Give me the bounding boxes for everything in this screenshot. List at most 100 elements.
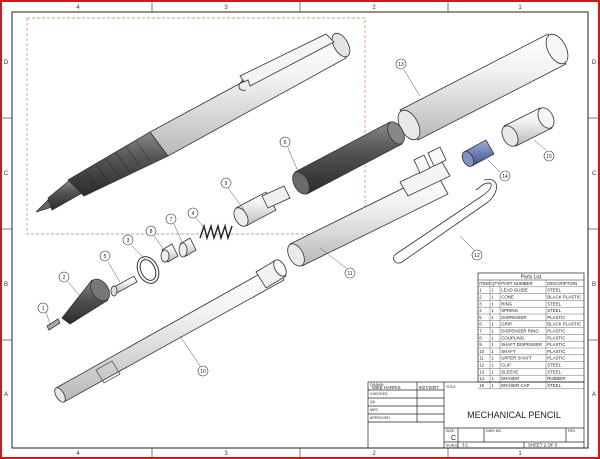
dwg-no-label: DWG NO <box>486 429 501 433</box>
parts-list-cell: 14 <box>479 376 484 381</box>
parts-list-cell: 1 <box>491 342 494 347</box>
parts-list-cell: 1 <box>491 369 494 374</box>
parts-list-cell: PLASTIC <box>547 315 565 320</box>
zone-right-a: A <box>592 392 596 398</box>
balloon-2: 2 <box>58 271 70 283</box>
drawing-title: MECHANICAL PENCIL <box>467 410 561 420</box>
parts-list-cell: 6 <box>479 322 482 327</box>
parts-list-cell: PLASTIC <box>547 356 565 361</box>
parts-list-cell: 11 <box>479 356 484 361</box>
checked-label: CHECKED <box>370 392 388 396</box>
parts-list-cell: 4 <box>479 308 482 313</box>
zone-bottom-4: 4 <box>76 451 80 457</box>
parts-list-cell: DISPENSER RING <box>501 329 539 334</box>
balloon-10: 10 <box>197 365 209 377</box>
part-coupling <box>160 243 179 263</box>
parts-list-cell: LEAD GUIDE <box>501 288 528 293</box>
balloon-15: 15 <box>543 150 555 162</box>
balloon-1: 1 <box>37 302 49 314</box>
parts-list-cell: STEEL <box>547 363 561 368</box>
parts-list-cell: 1 <box>491 315 494 320</box>
svg-text:13: 13 <box>398 62 404 68</box>
size-label: SIZE <box>446 429 455 433</box>
grip-grooves <box>85 140 151 190</box>
parts-list-cell: COUPLING <box>501 335 525 340</box>
parts-list-cell: PLASTIC <box>547 342 565 347</box>
balloon-8: 8 <box>145 225 157 237</box>
drawn-date: 9/27/2007 <box>419 385 439 390</box>
part-eraser-cap <box>501 107 555 147</box>
assembled-view-boundary <box>26 17 366 235</box>
scale-value: 3:1 <box>462 443 469 448</box>
approved-label: APPROVED <box>370 416 390 420</box>
zone-left-b: B <box>4 282 8 288</box>
parts-list-cell: 9 <box>479 342 482 347</box>
balloon-9: 9 <box>220 177 232 189</box>
svg-text:11: 11 <box>347 271 352 277</box>
parts-list-cell: 1 <box>491 349 494 354</box>
assembled-barrel <box>149 35 347 157</box>
balloon-4: 4 <box>187 207 199 219</box>
parts-list-cell: PLASTIC <box>547 335 565 340</box>
balloon-5: 5 <box>99 250 111 262</box>
parts-list-cell: RUBBER <box>547 376 565 381</box>
parts-list-cell: 1 <box>491 308 494 313</box>
assembled-cap <box>331 32 351 58</box>
part-shaft-dispenser <box>233 185 291 227</box>
part-dispenser <box>110 275 138 297</box>
svg-text:1: 1 <box>42 306 45 312</box>
parts-list-cell: DISPENSER <box>501 315 526 320</box>
parts-list-cell: STEEL <box>547 369 561 374</box>
parts-list-cell: 1 <box>491 288 494 293</box>
balloon-14: 14 <box>499 170 511 182</box>
balloon-11: 11 <box>344 267 356 279</box>
parts-list-cell: STEEL <box>547 301 561 306</box>
parts-list-cell: STEEL <box>547 383 561 388</box>
parts-list-cell: BLACK PLASTIC <box>547 322 581 327</box>
parts-list-cell: 2 <box>479 295 482 300</box>
assembled-grip <box>67 131 169 197</box>
parts-list-cell: 1 <box>491 356 494 361</box>
balloon-6: 6 <box>279 136 291 148</box>
assembled-pencil <box>35 32 351 213</box>
parts-list-header: PART NUMBER <box>501 281 532 286</box>
svg-text:7: 7 <box>170 217 173 223</box>
part-eraser <box>461 139 495 167</box>
drawn-label: DRAWN <box>370 383 384 387</box>
leader-lines <box>45 69 547 367</box>
zone-right-c: C <box>592 171 597 177</box>
assembled-clip <box>239 33 335 87</box>
parts-list-cell: 1 <box>491 322 494 327</box>
parts-list-cell: 1 <box>491 383 494 388</box>
size-value: C <box>451 435 456 442</box>
svg-text:8: 8 <box>150 229 153 235</box>
parts-list-title: Parts List <box>521 275 542 281</box>
zone-labels: 4 3 2 1 4 3 2 1 D C B A D C B A <box>4 5 597 457</box>
zone-top-3: 3 <box>224 5 228 11</box>
zone-top-1: 1 <box>518 5 522 11</box>
zone-top-4: 4 <box>76 5 80 11</box>
zone-bottom-3: 3 <box>224 451 228 457</box>
parts-list-cell: 1 <box>491 376 494 381</box>
balloon-7: 7 <box>165 213 177 225</box>
parts-list-cell: 15 <box>479 383 484 388</box>
svg-text:14: 14 <box>502 174 508 180</box>
parts-list-header: DESCRIPTION <box>547 281 577 286</box>
parts-list-cell: SHAFT <box>501 349 516 354</box>
parts-list-cell: PLASTIC <box>547 329 565 334</box>
parts-list-cell: UPPER SHAFT <box>501 356 532 361</box>
parts-list-cell: SLEEVE <box>501 369 518 374</box>
balloon-13: 13 <box>395 58 407 70</box>
part-cone <box>61 278 110 325</box>
balloon-3: 3 <box>122 234 134 246</box>
rev-label: REV <box>568 429 576 433</box>
parts-list-cell: 8 <box>479 335 482 340</box>
svg-text:15: 15 <box>546 154 552 160</box>
svg-text:5: 5 <box>104 254 107 260</box>
svg-text:10: 10 <box>200 369 206 375</box>
parts-list-cell: BLACK PLASTIC <box>547 295 581 300</box>
parts-list-cell: 1 <box>491 335 494 340</box>
parts-list-cell: STEEL <box>547 308 561 313</box>
